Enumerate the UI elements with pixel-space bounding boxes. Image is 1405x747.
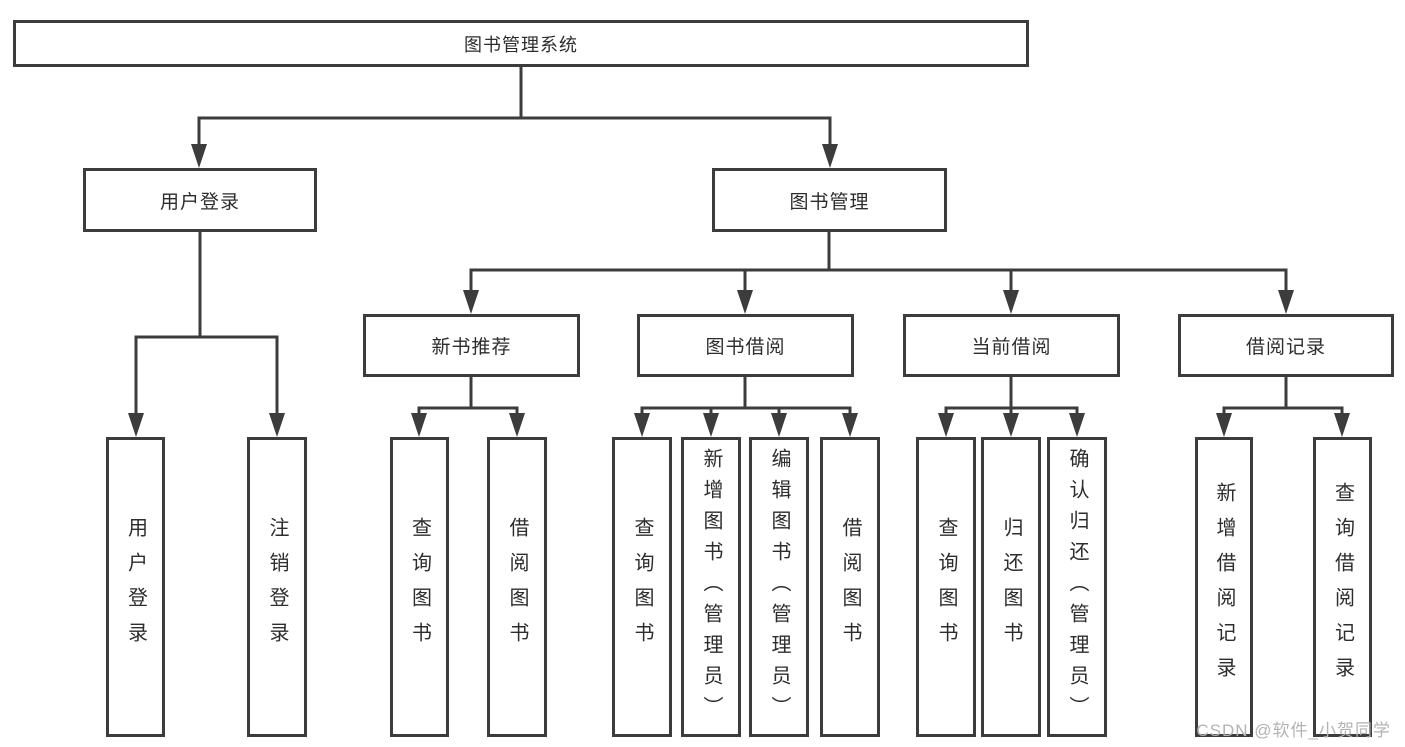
leaf-query-books-current: 查询图书 — [916, 437, 976, 737]
leaf-edit-books-admin: 编辑图书（管理员） — [749, 437, 809, 737]
leaf-label: 查询借阅记录 — [1331, 482, 1354, 692]
connector-root-to-level2 — [197, 116, 832, 148]
node-user-login: 用户登录 — [83, 168, 317, 232]
arrowhead-leaf-5 — [634, 413, 650, 437]
node-label: 图书借阅 — [705, 337, 786, 358]
node-current-borrowing: 当前借阅 — [903, 314, 1120, 377]
arrowhead-borrow-records — [1278, 290, 1294, 314]
leaf-query-books-recommend: 查询图书 — [390, 437, 449, 737]
arrowhead-current-borrow — [1003, 290, 1019, 314]
node-label: 借阅记录 — [1245, 337, 1326, 358]
arrowhead-leaf-12 — [1216, 413, 1232, 437]
node-label: 图书管理系统 — [464, 34, 578, 55]
leaf-label: 查询图书 — [408, 517, 431, 657]
watermark: CSDN @软件_小贺同学 — [1196, 721, 1391, 740]
leaf-label: 新增借阅记录 — [1213, 482, 1235, 692]
connector-user-login-split — [134, 335, 279, 417]
leaf-user-login: 用户登录 — [106, 437, 165, 737]
arrowhead-book-mgmt — [822, 144, 838, 168]
node-label: 图书管理 — [789, 191, 870, 213]
arrowhead-leaf-1 — [128, 413, 144, 437]
arrowhead-user-login — [191, 144, 207, 168]
leaf-add-borrow-record: 新增借阅记录 — [1195, 437, 1253, 737]
arrowhead-book-borrow — [737, 290, 753, 314]
node-label: 新书推荐 — [431, 337, 512, 358]
node-new-book-recommend: 新书推荐 — [363, 314, 580, 377]
arrowhead-leaf-7 — [771, 413, 787, 437]
connector-borrow-records-split — [1222, 406, 1344, 417]
arrowhead-leaf-4 — [509, 413, 525, 437]
connector-new-books-split — [417, 406, 519, 417]
connector-book-borrow-split — [640, 406, 852, 417]
arrowhead-leaf-13 — [1334, 413, 1350, 437]
leaf-label: 新增图书（管理员） — [700, 447, 722, 727]
leaf-return-books: 归还图书 — [981, 437, 1041, 737]
leaf-label: 借阅图书 — [506, 517, 528, 657]
leaf-query-books-borrowing: 查询图书 — [612, 437, 672, 737]
node-label: 用户登录 — [159, 191, 240, 213]
node-library-management-system: 图书管理系统 — [13, 20, 1029, 67]
node-label: 当前借阅 — [971, 337, 1052, 358]
leaf-borrow-books-recommend: 借阅图书 — [487, 437, 547, 737]
node-book-management: 图书管理 — [712, 168, 947, 232]
leaf-add-books-admin: 新增图书（管理员） — [681, 437, 741, 737]
node-borrow-records: 借阅记录 — [1178, 314, 1394, 377]
leaf-label: 归还图书 — [1000, 517, 1022, 657]
arrowhead-leaf-2 — [269, 413, 285, 437]
connector-book-mgmt-to-level3 — [469, 268, 1288, 295]
leaf-label: 确认归还（管理员） — [1066, 447, 1088, 727]
arrowhead-leaf-6 — [703, 413, 719, 437]
leaf-confirm-return-admin: 确认归还（管理员） — [1047, 437, 1107, 737]
arrowhead-new-books — [463, 290, 479, 314]
leaf-label: 查询图书 — [935, 517, 957, 657]
arrowhead-leaf-9 — [938, 413, 954, 437]
arrowhead-leaf-11 — [1069, 413, 1085, 437]
leaf-borrow-books: 借阅图书 — [820, 437, 880, 737]
leaf-label: 用户登录 — [124, 517, 147, 657]
leaf-label: 借阅图书 — [839, 517, 861, 657]
arrowhead-leaf-8 — [842, 413, 858, 437]
leaf-query-borrow-record: 查询借阅记录 — [1313, 437, 1372, 737]
leaf-label: 注销登录 — [266, 517, 288, 657]
leaf-label: 编辑图书（管理员） — [768, 447, 790, 727]
leaf-logout: 注销登录 — [247, 437, 307, 737]
arrowhead-leaf-10 — [1003, 413, 1019, 437]
leaf-label: 查询图书 — [631, 517, 653, 657]
arrowhead-leaf-3 — [411, 413, 427, 437]
node-book-borrowing: 图书借阅 — [637, 314, 854, 377]
